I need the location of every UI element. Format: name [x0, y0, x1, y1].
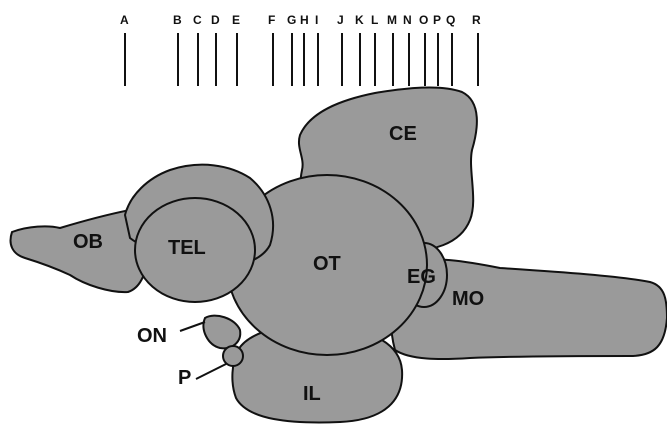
svg-text:D: D	[211, 13, 220, 27]
section-markers: A B C D E F G H I J K L M N O P Q R	[120, 13, 481, 86]
section-marker-g: G	[287, 13, 296, 86]
svg-text:F: F	[268, 13, 275, 27]
svg-text:Q: Q	[446, 13, 455, 27]
svg-text:M: M	[387, 13, 397, 27]
section-marker-c: C	[193, 13, 202, 86]
section-marker-j: J	[337, 13, 344, 86]
section-marker-q: Q	[446, 13, 455, 86]
label-mo: MO	[452, 288, 484, 310]
svg-text:N: N	[403, 13, 412, 27]
section-marker-m: M	[387, 13, 397, 86]
label-il: IL	[303, 383, 321, 405]
svg-text:R: R	[472, 13, 481, 27]
section-marker-p: P	[433, 13, 441, 86]
section-marker-d: D	[211, 13, 220, 86]
svg-text:A: A	[120, 13, 129, 27]
svg-text:C: C	[193, 13, 202, 27]
svg-text:J: J	[337, 13, 344, 27]
section-marker-k: K	[355, 13, 364, 86]
section-marker-b: B	[173, 13, 182, 86]
section-marker-h: H	[300, 13, 309, 86]
svg-text:K: K	[355, 13, 364, 27]
section-marker-r: R	[472, 13, 481, 86]
label-on: ON	[137, 325, 167, 347]
optic-nerve-shape	[203, 316, 240, 349]
section-marker-e: E	[232, 13, 240, 86]
leader-line-on	[180, 322, 205, 331]
label-ot: OT	[313, 253, 341, 275]
label-eg: EG	[407, 266, 436, 288]
label-tel: TEL	[168, 237, 206, 259]
section-marker-n: N	[403, 13, 412, 86]
label-ce: CE	[389, 123, 417, 145]
section-marker-i: I	[315, 13, 318, 86]
leader-line-p	[196, 364, 226, 379]
svg-text:P: P	[433, 13, 441, 27]
label-p: P	[178, 367, 191, 389]
section-marker-a: A	[120, 13, 129, 86]
svg-text:B: B	[173, 13, 182, 27]
svg-text:E: E	[232, 13, 240, 27]
section-marker-l: L	[371, 13, 378, 86]
svg-text:O: O	[419, 13, 428, 27]
svg-text:L: L	[371, 13, 378, 27]
label-ob: OB	[73, 231, 103, 253]
svg-text:G: G	[287, 13, 296, 27]
section-marker-o: O	[419, 13, 428, 86]
svg-text:I: I	[315, 13, 318, 27]
pituitary-shape	[223, 346, 243, 366]
section-marker-f: F	[268, 13, 275, 86]
svg-text:H: H	[300, 13, 309, 27]
